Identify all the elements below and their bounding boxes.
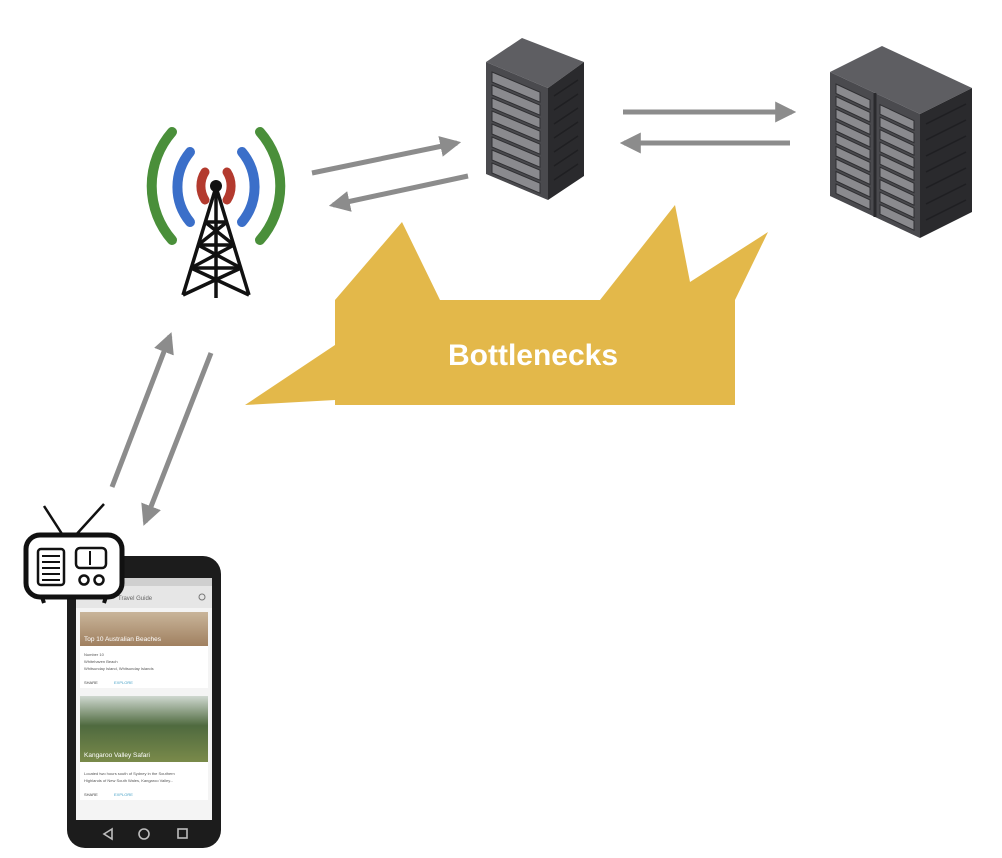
drive-bay	[835, 170, 871, 198]
smartphone-icon: Travel Guide Top 10 Australian Beaches N…	[67, 556, 221, 848]
drive-bay	[835, 158, 871, 186]
bottlenecks-label: Bottlenecks	[448, 339, 618, 372]
drive-bay	[491, 110, 541, 142]
card-beaches-line2: Whitehaven Beach	[84, 659, 118, 664]
cell-tower-icon	[146, 127, 286, 298]
drive-bay	[835, 133, 871, 161]
server-rack-icon	[486, 38, 584, 200]
back-icon	[102, 827, 113, 841]
card-safari-image	[80, 696, 208, 762]
signal-wave-outer-left	[146, 127, 177, 245]
signal-wave-middle-right	[237, 147, 260, 227]
drive-bay	[491, 71, 541, 103]
drive-bay	[491, 162, 541, 194]
drive-bay	[491, 136, 541, 168]
datacenter-rack-icon	[830, 46, 972, 238]
signal-wave-inner-right	[222, 167, 236, 205]
card-safari-title: Kangaroo Valley Safari	[84, 752, 150, 759]
drive-bay	[879, 191, 915, 219]
signal-wave-outer-right	[255, 127, 286, 245]
card-safari-share: SHARE	[84, 792, 98, 797]
phone-card-beaches: Top 10 Australian Beaches Number 10 Whit…	[80, 612, 208, 688]
card-beaches-title: Top 10 Australian Beaches	[84, 636, 162, 643]
drive-bay	[879, 166, 915, 194]
drive-bay	[835, 95, 871, 123]
card-beaches-explore: EXPLORE	[114, 680, 133, 685]
phone-status-bar	[76, 578, 212, 586]
signal-wave-inner-left	[196, 167, 210, 205]
signal-wave-middle-left	[172, 147, 195, 227]
drive-bay	[491, 84, 541, 116]
card-beaches-image	[80, 612, 208, 646]
card-beaches-line3: Whitsunday Island, Whitsunday Islands	[84, 666, 154, 671]
drive-bay	[835, 120, 871, 148]
drive-bay	[879, 128, 915, 156]
drive-bay	[879, 203, 915, 231]
phone-app-bar-title: Travel Guide	[118, 596, 153, 602]
card-beaches-line1: Number 10	[84, 652, 105, 657]
drive-bay	[491, 123, 541, 155]
home-icon	[138, 828, 150, 840]
arrow-server-to-tower	[328, 173, 469, 212]
bottlenecks-callout: Bottlenecks	[245, 205, 768, 405]
drive-bay	[835, 83, 871, 111]
card-safari-line1: Located two hours south of Sydney in the…	[84, 771, 175, 776]
drive-bay	[879, 178, 915, 206]
radio-icon	[23, 503, 125, 604]
arrow-tower-to-phone	[141, 352, 214, 526]
card-safari-explore: EXPLORE	[114, 792, 133, 797]
phone-card-safari: Kangaroo Valley Safari Located two hours…	[80, 696, 208, 800]
drive-bay	[835, 145, 871, 173]
bottlenecks-burst-shape	[245, 205, 768, 405]
drive-bay	[879, 103, 915, 131]
phone-nav-bar	[102, 827, 188, 841]
connection-arrows	[109, 101, 797, 526]
card-beaches-share: SHARE	[84, 680, 98, 685]
recents-icon	[177, 828, 188, 839]
drive-bay	[879, 153, 915, 181]
arrow-tower-to-server	[311, 136, 462, 176]
drive-bay	[879, 116, 915, 144]
drive-bay	[491, 149, 541, 181]
phone-search-icon	[198, 593, 206, 601]
drive-bay	[879, 141, 915, 169]
drive-bay	[835, 108, 871, 136]
arrow-phone-to-tower	[109, 332, 174, 488]
drive-bay	[835, 183, 871, 211]
drive-bay	[491, 97, 541, 129]
card-safari-line2: Highlands of New South Wales, Kangaroo V…	[84, 778, 173, 783]
